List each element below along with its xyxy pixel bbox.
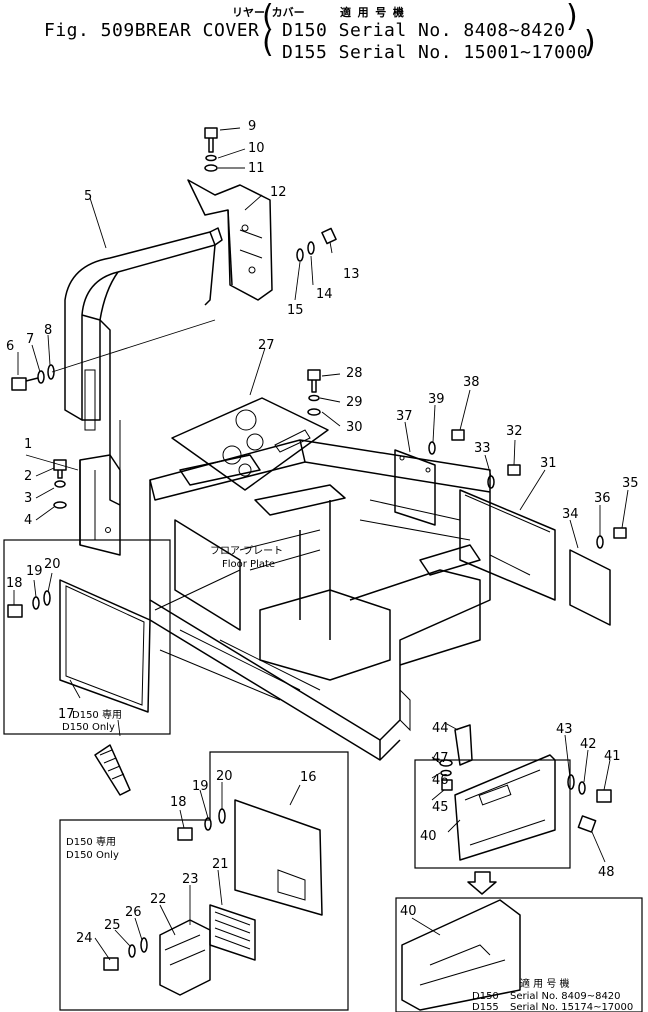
callout-24: 24 [76,931,93,946]
callout-22: 22 [150,892,167,907]
callout-2: 2 [24,469,32,484]
callout-38: 38 [463,375,480,390]
part-40-box [414,754,571,869]
callout-28: 28 [346,366,363,381]
callout-46: 46 [432,773,449,788]
callout-20a: 20 [44,557,61,572]
serial-line-1: D150 Serial No. 8408~8420 [282,20,566,41]
callout-23: 23 [182,872,199,887]
part-34-plate [569,549,611,626]
callout-39: 39 [428,392,445,407]
callout-11: 11 [248,161,265,176]
part-44-bracket [454,724,473,766]
callout-30: 30 [346,420,363,435]
callout-29: 29 [346,395,363,410]
callout-18b: 18 [170,795,187,810]
callout-25: 25 [104,918,121,933]
inset-serial-1: Serial No. 8409~8420 [510,991,621,1002]
title-japanese: リヤー カバー [232,6,305,19]
callout-10: 10 [248,141,265,156]
serial-line-2: D155 Serial No. 15001~17000 [282,42,589,63]
inset-serial-2-model: D155 [472,1002,499,1012]
d150-only-en-b: D150 Only [66,850,119,861]
d150-only-en-a: D150 Only [62,722,115,733]
callout-48: 48 [598,865,615,880]
callout-32: 32 [506,424,523,439]
callout-27: 27 [258,338,275,353]
callout-19a: 19 [26,564,43,579]
callout-5: 5 [84,189,92,204]
callout-4: 4 [24,513,32,528]
callout-1: 1 [24,437,32,452]
callout-47: 47 [432,751,449,766]
d150-only-jp-b: D150 専用 [66,836,116,848]
callout-3: 3 [24,491,32,506]
callout-15: 15 [287,303,304,318]
callout-8: 8 [44,323,52,338]
callout-36: 36 [594,491,611,506]
callout-13: 13 [343,267,360,282]
callout-41: 41 [604,749,621,764]
callout-7: 7 [26,332,34,347]
inset-serial-1-model: D150 [472,991,499,1002]
leader-lines [13,127,629,961]
callout-31: 31 [540,456,557,471]
callout-18a: 18 [6,576,23,591]
callout-44: 44 [432,721,449,736]
callout-19b: 19 [192,779,209,794]
applicable-serials-japanese: 適 用 号 機 [340,6,404,19]
part-1-bracket [79,454,121,556]
callout-34: 34 [562,507,579,522]
callout-17: 17 [58,707,75,722]
floor-plate-jp: フロア プレート [210,545,283,557]
rear-frame [149,439,491,761]
callout-40b: 40 [400,904,417,919]
callout-9: 9 [248,119,256,134]
part-37-plate [394,449,436,526]
callout-40a: 40 [420,829,437,844]
floor-plate-en: Floor Plate [222,559,275,570]
notes: フロア プレート Floor Plate D150 専用 D150 Only D… [62,545,633,1012]
figure-title: REAR COVER [146,20,260,41]
close-paren-2: ) [584,25,596,60]
callout-6: 6 [6,339,14,354]
part-27-floor-plate [171,397,329,491]
callout-12: 12 [270,185,287,200]
callout-numbers: 9 10 11 12 13 14 15 5 27 28 29 30 6 7 8 … [6,119,639,946]
open-paren-2: ( [262,25,274,60]
inset-applicable-jp: 適 用 号 機 [520,977,570,990]
inset-serial-2: Serial No. 15174~17000 [510,1002,633,1012]
figure-label: Fig. 509B [44,20,147,41]
callout-42: 42 [580,737,597,752]
arrows [94,744,497,895]
part-12-bracket [187,179,273,301]
callout-37: 37 [396,409,413,424]
part-5-cover [64,227,223,506]
close-paren-1: ) [566,0,578,34]
callout-20b: 20 [216,769,233,784]
callout-43: 43 [556,722,573,737]
callout-45: 45 [432,800,449,815]
part-31-plate [459,489,556,601]
callout-14: 14 [316,287,333,302]
part-17-inset [3,539,171,735]
callout-16: 16 [300,770,317,785]
d150-only-jp-a: D150 専用 [72,709,122,721]
open-paren-1: ( [262,0,274,34]
part-40-lower-inset [395,897,643,1012]
callout-33: 33 [474,441,491,456]
callout-35: 35 [622,476,639,491]
callout-21: 21 [212,857,229,872]
callout-26: 26 [125,905,142,920]
